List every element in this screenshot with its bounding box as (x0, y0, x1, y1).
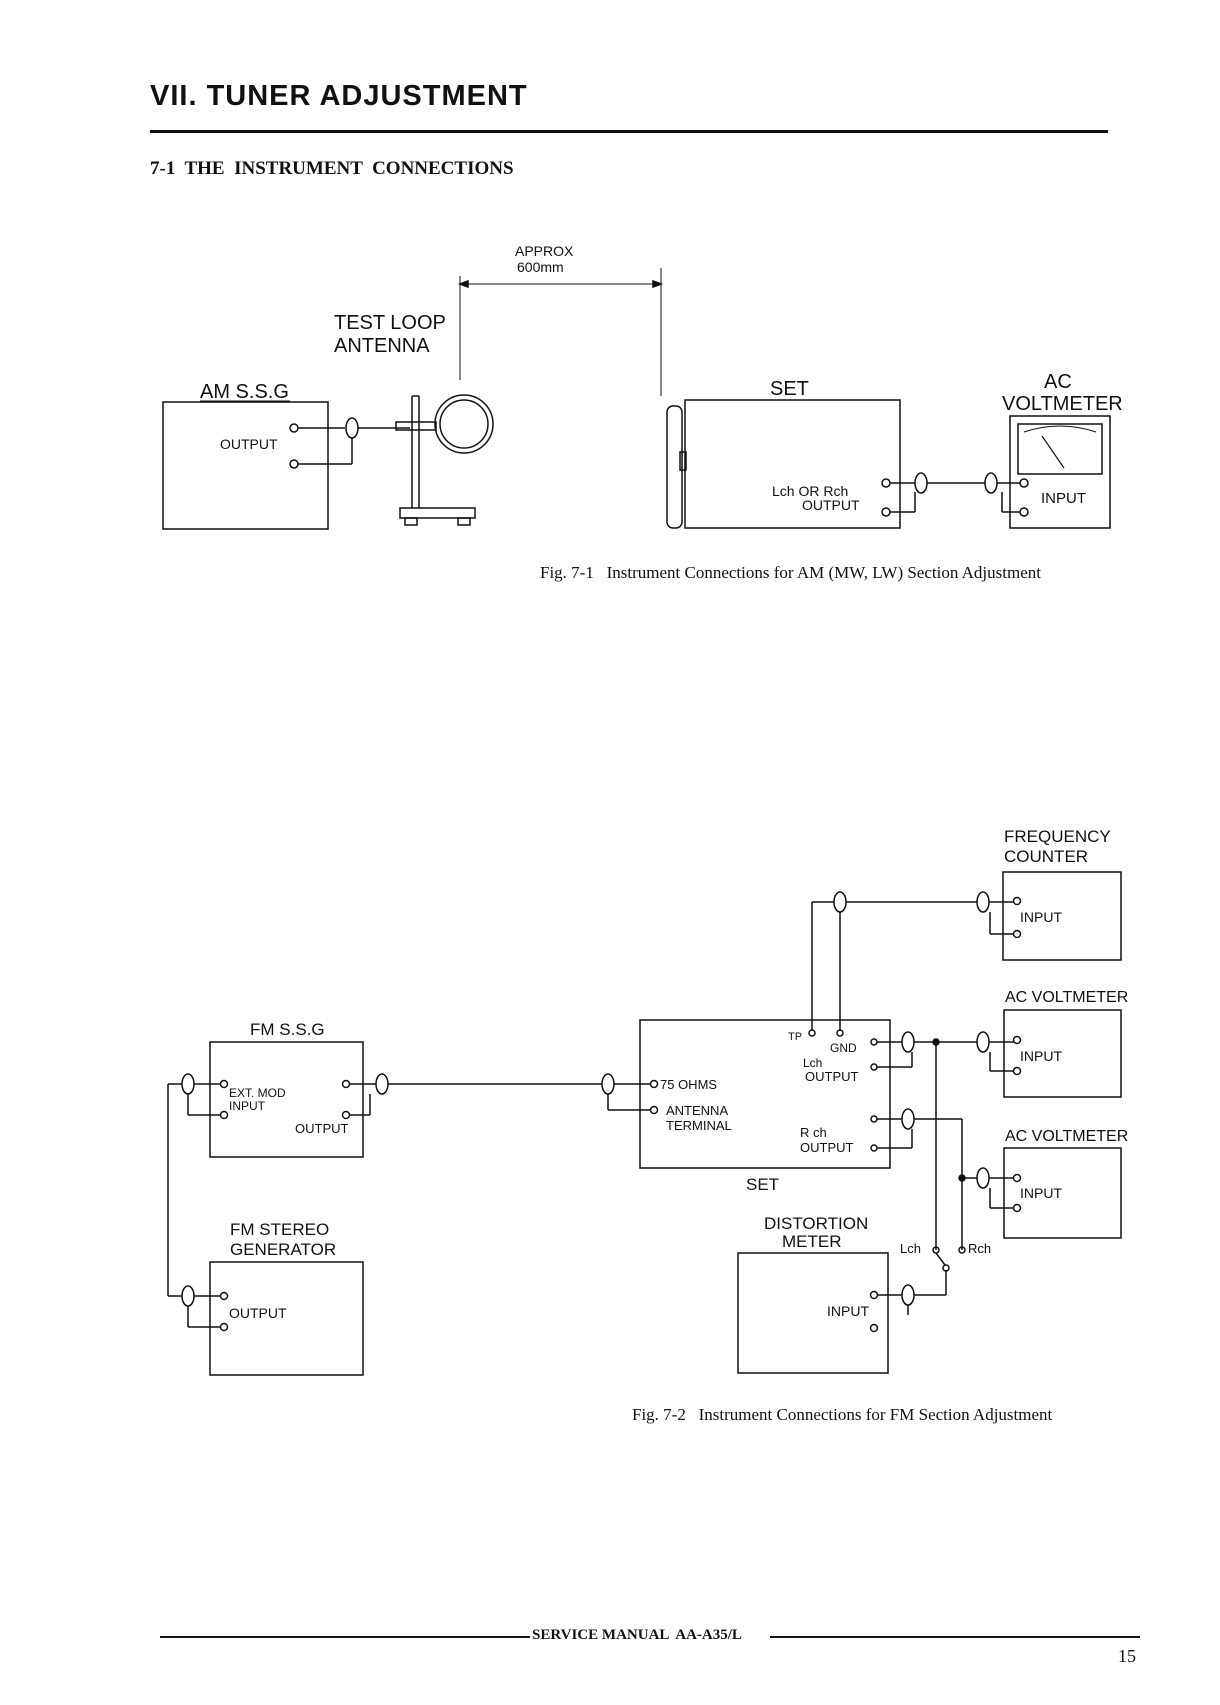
am-set-output: OUTPUT (802, 497, 860, 513)
distance-label: 600mm (517, 259, 564, 275)
title-rule (150, 130, 1108, 133)
fm-ssg-box (209, 1041, 364, 1158)
dimension-arrows (457, 279, 664, 289)
terminal-label: TERMINAL (666, 1118, 732, 1133)
test-loop-label-2: ANTENNA (334, 335, 430, 357)
fm-set-label: SET (746, 1175, 779, 1194)
am-set-box (684, 399, 901, 529)
rch-coax-plug (901, 1108, 915, 1130)
gnd-label: GND (830, 1041, 857, 1055)
acv-a-coax-plug (976, 1031, 990, 1053)
fig-7-1: APPROX 600mm TEST LOOP ANTENNA AM S.S.G … (162, 243, 1123, 582)
acv-label-2: VOLTMETER (1002, 393, 1123, 415)
distortion-label-2: METER (782, 1232, 842, 1251)
am-ssg-coax-plug (345, 417, 359, 439)
am-set-coax-plug (914, 472, 928, 494)
switch-lch: Lch (900, 1241, 921, 1256)
fig-7-2: FREQUENCY COUNTER INPUT AC VOLTMETER INP… (167, 827, 1128, 1424)
footer-manual: SERVICE MANUAL AA-A35/L (532, 1627, 742, 1643)
lch-output-label: OUTPUT (805, 1069, 859, 1084)
acv-b-box (1003, 1147, 1122, 1239)
approx-label: APPROX (515, 243, 574, 259)
meter-needle (1041, 435, 1065, 469)
fig2-caption: Fig. 7-2 Instrument Connections for FM S… (632, 1405, 1053, 1424)
acv-box (1009, 415, 1111, 529)
am-lch-or-rch: Lch OR Rch (772, 483, 848, 499)
distortion-label-1: DISTORTION (764, 1214, 868, 1233)
dist-input: INPUT (827, 1303, 869, 1319)
fc-label-1: FREQUENCY (1004, 827, 1111, 846)
antenna-label: ANTENNA (666, 1103, 728, 1118)
fc-input: INPUT (1020, 909, 1062, 925)
ohms-label: 75 OHMS (660, 1077, 717, 1092)
fm-ssg-output: OUTPUT (295, 1121, 349, 1136)
rch-output-label: OUTPUT (800, 1140, 854, 1155)
set-in-coax-plug (601, 1073, 615, 1095)
lch-rch-switch-icon (932, 1246, 966, 1272)
ext-mod-input: INPUT (229, 1099, 266, 1113)
ssg-out-coax-plug (375, 1073, 389, 1095)
gen-coax-plug (181, 1285, 195, 1307)
fm-stereo-box (209, 1261, 364, 1376)
lch-label: Lch (803, 1056, 822, 1070)
section-subtitle: 7-1 THE INSTRUMENT CONNECTIONS (150, 158, 514, 179)
switch-rch: Rch (968, 1241, 991, 1256)
acv-b-coax-plug (976, 1167, 990, 1189)
acv-a-input: INPUT (1020, 1048, 1062, 1064)
tp-coax-plug (833, 891, 847, 913)
acv-input: INPUT (1041, 490, 1086, 507)
fm-set-box (639, 1019, 891, 1169)
test-loop-label: TEST LOOP (334, 312, 446, 334)
acv-a-label: AC VOLTMETER (1005, 989, 1128, 1006)
section-title: VII. TUNER ADJUSTMENT (150, 80, 528, 112)
acv-meter-face (1017, 423, 1103, 475)
page-number: 15 (1118, 1646, 1136, 1666)
am-ssg-label: AM S.S.G (200, 381, 289, 403)
freq-counter-box (1002, 871, 1122, 961)
gen-output: OUTPUT (229, 1305, 287, 1321)
fc-label-2: COUNTER (1004, 847, 1088, 866)
acv-b-input: INPUT (1020, 1185, 1062, 1201)
fm-ssg-label: FM S.S.G (250, 1020, 325, 1039)
am-ssg-output: OUTPUT (220, 436, 278, 452)
loop-antenna-icon (395, 394, 494, 526)
distortion-box (737, 1252, 889, 1374)
fc-coax-plug (976, 891, 990, 913)
rch-label: R ch (800, 1125, 827, 1140)
am-set-bar-antenna (666, 405, 683, 529)
fig1-caption: Fig. 7-1 Instrument Connections for AM (… (540, 563, 1041, 582)
tp-label: TP (788, 1031, 802, 1043)
lch-coax-plug (901, 1031, 915, 1053)
fm-stereo-label-1: FM STEREO (230, 1220, 329, 1239)
am-ssg-box (162, 401, 329, 530)
fm-stereo-label-2: GENERATOR (230, 1240, 336, 1259)
ext-mod-coax-plug (181, 1073, 195, 1095)
dist-coax-plug (901, 1284, 915, 1306)
ext-mod-label: EXT. MOD (229, 1086, 286, 1100)
acv-coax-plug (984, 472, 998, 494)
acv-a-box (1003, 1009, 1122, 1098)
acv-b-label: AC VOLTMETER (1005, 1128, 1128, 1145)
am-set-label: SET (770, 378, 809, 400)
acv-label-1: AC (1044, 371, 1072, 393)
